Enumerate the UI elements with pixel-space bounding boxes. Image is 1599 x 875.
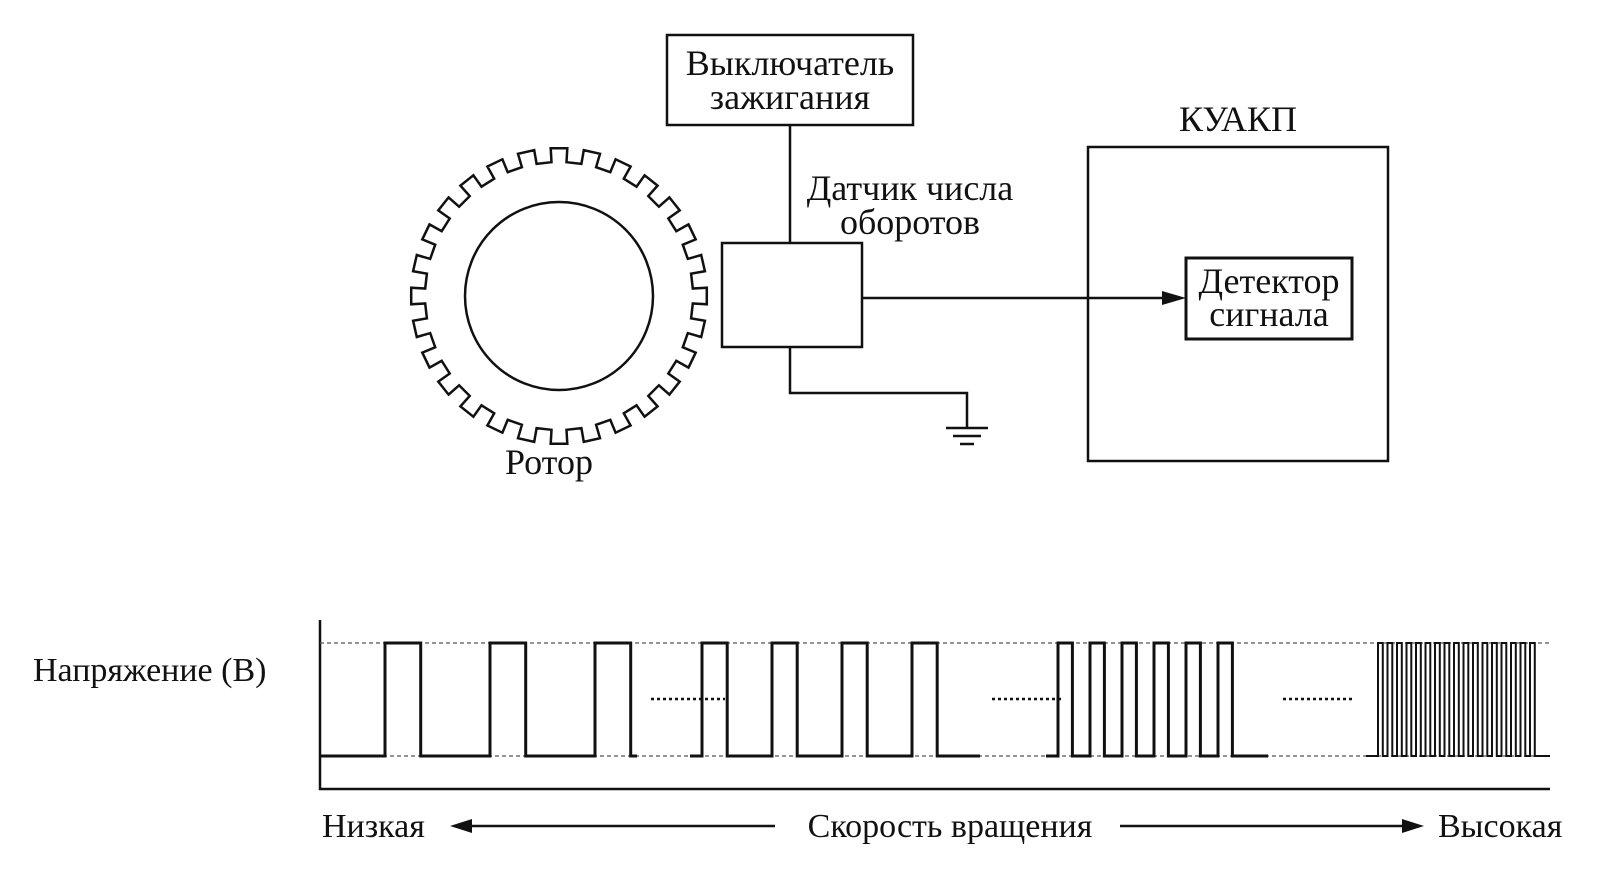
pulse-group-3 [1046,641,1268,758]
ground-icon [946,426,988,446]
ground-wire [788,347,969,428]
left-arrowhead-icon [450,819,472,833]
ignition-switch-label-1: Выключатель [686,43,894,83]
rotor-label: Ротор [505,442,593,482]
pulse-group-4 [1366,642,1550,757]
rotor-gear [409,146,709,446]
controller-box [1086,145,1390,463]
signal-detector-label-2: сигнала [1209,294,1329,334]
sensor-label-1: Датчик числа [807,168,1014,208]
low-speed-label: Низкая [322,808,425,845]
voltage-axis-label: Напряжение (В) [33,652,266,689]
signal-detector-box [1184,256,1354,341]
pulse-group-1 [320,641,637,758]
controller-label: КУАКП [1179,99,1297,139]
sensor-label-2: оборотов [840,202,980,242]
signal-detector-label-1: Детектор [1199,261,1340,301]
pulse-waveform [320,641,1550,758]
speed-label: Скорость вращения [808,808,1093,845]
right-arrowhead-icon [1402,819,1424,833]
pulse-group-2 [690,641,980,758]
high-speed-label: Высокая [1438,808,1563,845]
signal-arrowhead-icon [1162,291,1186,305]
ignition-switch-label-2: зажигания [710,77,870,117]
rotor-hub [463,200,655,392]
plot-axes [318,620,1550,791]
speed-sensor-box [720,241,864,349]
